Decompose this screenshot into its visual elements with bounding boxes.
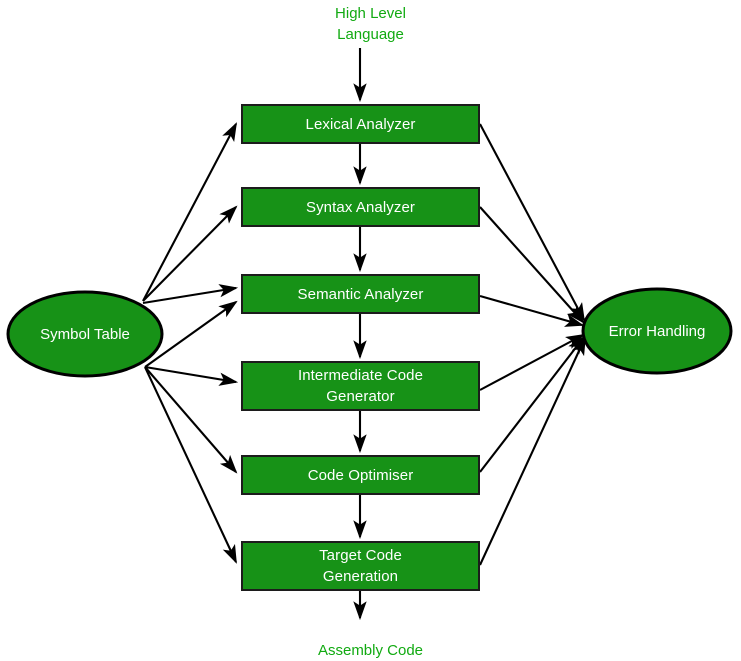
error-arrow-from-intermediate xyxy=(479,334,585,391)
error-arrow-from-target xyxy=(479,336,586,566)
symbol-arrow-to-semantic xyxy=(142,284,239,305)
phase-label-syntax-analyzer: Syntax Analyzer xyxy=(305,198,416,216)
error-arrow-from-optimiser xyxy=(479,335,586,473)
phase-label-semantic-analyzer: Semantic Analyzer xyxy=(297,285,424,303)
symbol-arrow-to-target xyxy=(144,366,237,564)
phase-label-target-line2: Generation xyxy=(322,568,399,585)
output-label-assembly-code: Assembly Code xyxy=(317,642,424,659)
input-label-line2: Language xyxy=(337,26,404,43)
phase-label-target-line1: Target Code xyxy=(319,547,402,564)
symbol-arrow-to-syntax xyxy=(142,205,238,302)
phase-box-semantic-analyzer[interactable]: Semantic Analyzer xyxy=(241,274,480,314)
phase-box-syntax-analyzer[interactable]: Syntax Analyzer xyxy=(241,187,480,227)
phase-label-lexical-analyzer: Lexical Analyzer xyxy=(305,115,416,133)
phase-box-target-code-generation[interactable]: Target Code Generation xyxy=(241,541,480,591)
symbol-arrow-to-lexical xyxy=(142,122,237,302)
symbol-arrow-to-semantic-secondary xyxy=(144,300,238,368)
input-label-high-level-language: High Level Language xyxy=(0,3,741,45)
error-arrow-from-lexical xyxy=(479,123,585,322)
phase-box-intermediate-code-generator[interactable]: Intermediate Code Generator xyxy=(241,361,480,411)
phase-label-target-code-generation: Target Code Generation xyxy=(319,545,402,587)
phase-box-lexical-analyzer[interactable]: Lexical Analyzer xyxy=(241,104,480,144)
input-label-line1: High Level xyxy=(335,5,406,22)
phase-label-code-optimiser: Code Optimiser xyxy=(307,466,414,484)
phase-label-intermediate-code-generator: Intermediate Code Generator xyxy=(298,365,423,407)
symbol-table-ellipse[interactable] xyxy=(6,290,164,378)
error-arrow-from-syntax xyxy=(479,206,585,324)
symbol-arrow-to-intermediate xyxy=(144,365,239,386)
error-arrow-from-semantic xyxy=(479,294,585,327)
error-handling-ellipse[interactable] xyxy=(581,287,733,375)
symbol-arrow-to-optimiser xyxy=(144,366,238,474)
phase-label-intermediate-line1: Intermediate Code xyxy=(297,367,424,384)
phase-label-intermediate-line2: Generator xyxy=(326,388,395,405)
phase-box-code-optimiser[interactable]: Code Optimiser xyxy=(241,455,480,495)
